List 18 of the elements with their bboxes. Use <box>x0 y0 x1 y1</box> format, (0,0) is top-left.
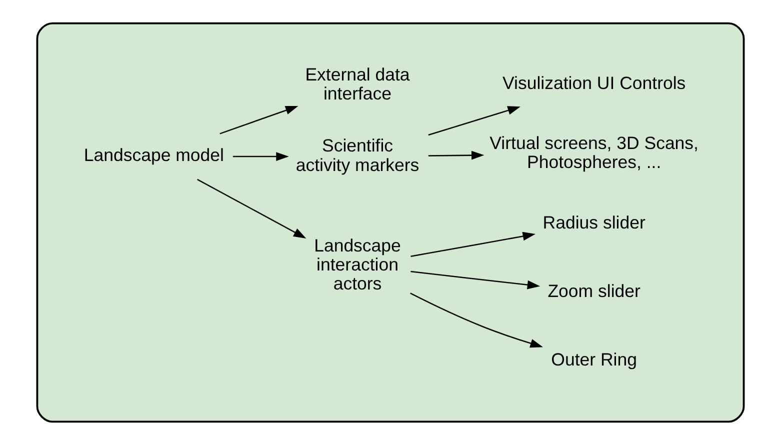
node-text: External data interface <box>305 64 410 104</box>
node-text: Scientific activity markers <box>296 136 420 175</box>
arrow <box>428 106 520 136</box>
cluster <box>36 22 745 423</box>
arrow <box>410 270 540 290</box>
arrow <box>410 232 536 257</box>
arrow <box>197 178 306 238</box>
node-text: Landscape interaction actors <box>314 235 401 294</box>
node-text: Landscape model <box>84 145 224 166</box>
arrow <box>232 152 289 161</box>
node-text: Zoom slider <box>548 280 640 301</box>
node-text: Visulization UI Controls <box>502 72 686 93</box>
node-text: Radius slider <box>542 212 646 232</box>
arrow <box>428 150 484 160</box>
arrow <box>410 292 543 348</box>
node-text: Virtual screens, 3D Scans, Photospheres, ... <box>490 133 699 172</box>
arrow <box>220 106 298 134</box>
node-text: Outer Ring <box>551 349 638 370</box>
